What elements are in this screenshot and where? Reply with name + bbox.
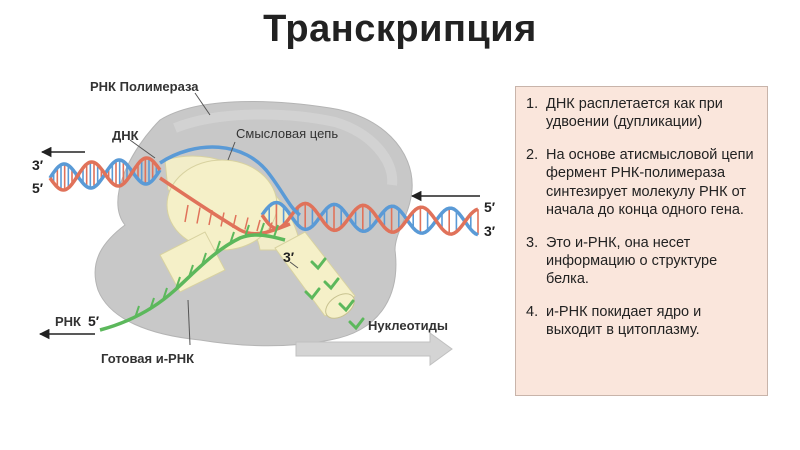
rna-base xyxy=(149,297,155,311)
dna-helix-left xyxy=(48,156,162,192)
rna-label: РНК xyxy=(55,314,81,329)
dna-strand xyxy=(48,156,162,192)
note-item: 2. На основе атисмысловой цепи фермент Р… xyxy=(526,146,757,219)
base-pair xyxy=(256,219,261,232)
rna-free-end: 5′ xyxy=(88,313,100,329)
arrow-right-icon xyxy=(295,332,453,366)
rna-exit-channel xyxy=(159,231,226,293)
rna-base xyxy=(175,276,181,290)
note-item: 3. Это и-РНК, она несет информацию о стр… xyxy=(526,234,757,288)
rna-base xyxy=(229,231,235,245)
rna-synth-end: 3′ xyxy=(283,249,295,265)
rna-base xyxy=(134,305,140,319)
note-number: 1. xyxy=(526,96,539,112)
dna-right-bottom-end: 3′ xyxy=(484,223,496,239)
nucleotide-icon xyxy=(304,287,321,301)
rna-base xyxy=(244,224,250,238)
dna-strand xyxy=(260,200,479,237)
dna-left-bottom-end: 5′ xyxy=(32,180,44,196)
mrna-strand xyxy=(99,222,286,332)
sense-strand xyxy=(159,145,302,217)
note-number: 3. xyxy=(526,234,539,251)
rna-base xyxy=(162,287,168,301)
nucleotides-label: Нуклеотиды xyxy=(368,318,448,333)
note-number: 2. xyxy=(526,147,539,164)
nucleotide-icon xyxy=(323,277,340,291)
dna-label: ДНК xyxy=(112,128,139,143)
nucleotide-icon xyxy=(338,299,355,313)
note-text: Это и-РНК, она несет информацию о структ… xyxy=(546,234,718,287)
free-nucleotides xyxy=(304,257,365,331)
note-text: и-РНК покидает ядро и выходит в цитоплаз… xyxy=(546,304,702,339)
base-pair xyxy=(196,207,201,224)
note-item: 4. и-РНК покидает ядро и выходит в цитоп… xyxy=(526,303,757,339)
template-strand xyxy=(159,176,291,236)
base-pair xyxy=(232,214,237,229)
sense-strand-label: Смысловая цепь xyxy=(236,126,338,141)
base-pair xyxy=(208,209,213,226)
base-pair xyxy=(184,204,189,223)
page-title: Транскрипция xyxy=(263,8,537,50)
dna-strand xyxy=(260,201,479,236)
note-item: 1. ДНК расплетается как при удвоении (ду… xyxy=(526,95,757,131)
base-pair xyxy=(220,212,225,227)
base-pair xyxy=(244,217,249,230)
rna-base xyxy=(259,222,265,236)
polymerase-label: РНК Полимераза xyxy=(90,79,199,94)
dna-helix-right xyxy=(260,200,479,237)
note-text: ДНК расплетается как при удвоении (дупли… xyxy=(546,96,723,131)
rna-base xyxy=(188,264,194,278)
rna-base xyxy=(201,252,207,266)
notes-panel: 1. ДНК расплетается как при удвоении (ду… xyxy=(515,86,768,396)
note-number: 4. xyxy=(526,304,539,321)
dna-left-top-end: 3′ xyxy=(32,157,44,173)
ready-mrna-label: Готовая и-РНК xyxy=(101,351,194,366)
dna-right-top-end: 5′ xyxy=(484,199,496,215)
nucleotide-icon xyxy=(310,257,327,271)
rna-base xyxy=(215,240,221,254)
base-pair xyxy=(268,222,273,233)
rna-base xyxy=(273,224,279,238)
mrna-backbone xyxy=(99,233,286,332)
transcription-bubble xyxy=(159,145,302,236)
nucleotide-icon xyxy=(348,317,365,331)
note-text: На основе атисмысловой цепи фермент РНК-… xyxy=(546,147,754,218)
